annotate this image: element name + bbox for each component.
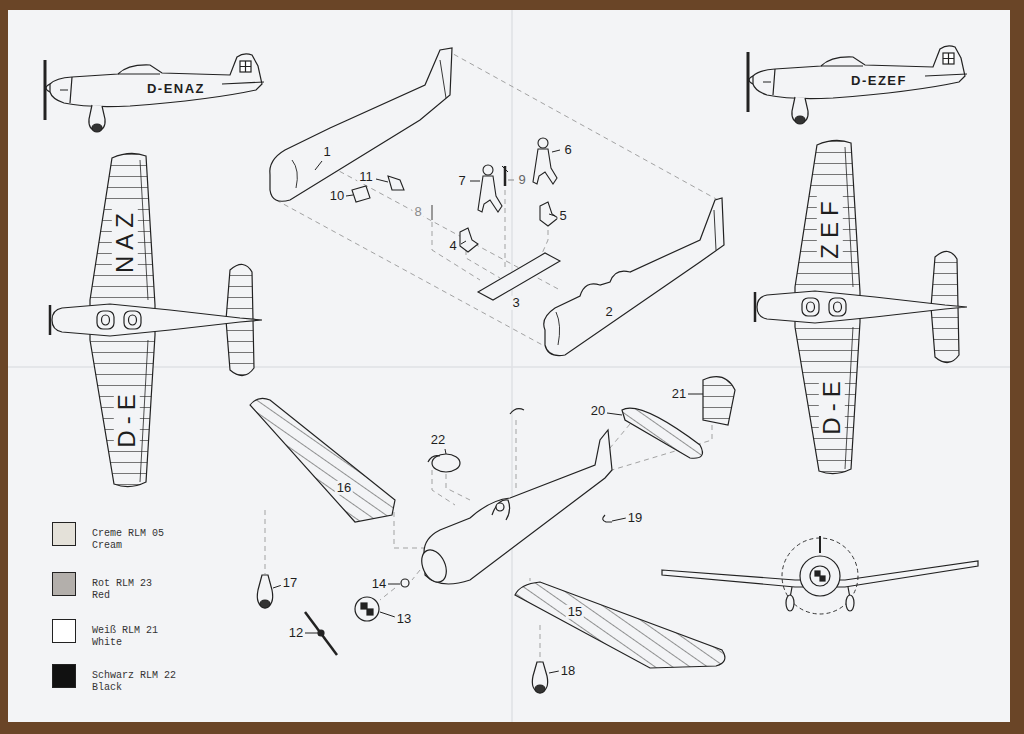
callout-number: 2 xyxy=(603,305,614,319)
color-swatch xyxy=(52,522,76,546)
callout-number: 18 xyxy=(559,664,577,678)
legend-entry: Creme RLM 05 Cream xyxy=(52,522,172,551)
registration-text: D-EZEF xyxy=(849,74,909,88)
legend-entry: Schwarz RLM 22 Black xyxy=(52,664,182,693)
legend-text: Schwarz RLM 22 Black xyxy=(92,664,182,693)
paper-sheet xyxy=(8,10,1010,722)
wing-registration: D-E xyxy=(819,373,845,436)
leader-line xyxy=(273,150,703,673)
callout-number: 5 xyxy=(557,209,568,223)
legend-text: Creme RLM 05 Cream xyxy=(92,522,172,551)
callout-number: 17 xyxy=(281,576,299,590)
callout-number: 7 xyxy=(456,174,467,188)
top-view-aircraft xyxy=(755,140,967,473)
legend-text: Rot RLM 23 Red xyxy=(92,572,158,601)
callout-number: 4 xyxy=(447,239,458,253)
callout-number: 8 xyxy=(412,205,423,219)
fuselage-half xyxy=(270,48,724,356)
callout-number: 14 xyxy=(370,577,388,591)
legend-entry: Rot RLM 23 Red xyxy=(52,572,158,601)
assembly-guide-line xyxy=(276,50,718,348)
airframe-part xyxy=(250,377,735,693)
side-view-aircraft xyxy=(748,46,967,124)
callout-number: 13 xyxy=(395,612,413,626)
callout-number: 12 xyxy=(287,626,305,640)
callout-number: 3 xyxy=(510,296,521,310)
wing-registration: NAZ xyxy=(112,205,138,275)
color-swatch xyxy=(52,664,76,688)
callout-number: 16 xyxy=(335,481,353,495)
callout-number: 22 xyxy=(429,433,447,447)
callout-number: 15 xyxy=(566,605,584,619)
callout-number: 21 xyxy=(670,387,688,401)
top-view-aircraft xyxy=(50,153,262,486)
callout-number: 19 xyxy=(626,511,644,525)
color-swatch xyxy=(52,619,76,643)
legend-text: Weiß RLM 21 White xyxy=(92,619,166,648)
callout-number: 11 xyxy=(357,170,375,184)
legend-entry: Weiß RLM 21 White xyxy=(52,619,166,648)
registration-text: D-ENAZ xyxy=(145,82,207,96)
callout-number: 1 xyxy=(321,145,332,159)
wing-registration: ZEF xyxy=(817,193,843,260)
callout-number: 10 xyxy=(328,189,346,203)
interior-part xyxy=(352,138,560,300)
fold-line xyxy=(8,10,1010,722)
callout-number: 20 xyxy=(589,404,607,418)
color-swatch xyxy=(52,572,76,596)
callout-number: 6 xyxy=(562,143,573,157)
front-view-aircraft xyxy=(662,536,978,614)
wing-registration: D-E xyxy=(114,386,140,449)
side-view-aircraft xyxy=(45,54,264,132)
callout-number: 9 xyxy=(516,173,527,187)
